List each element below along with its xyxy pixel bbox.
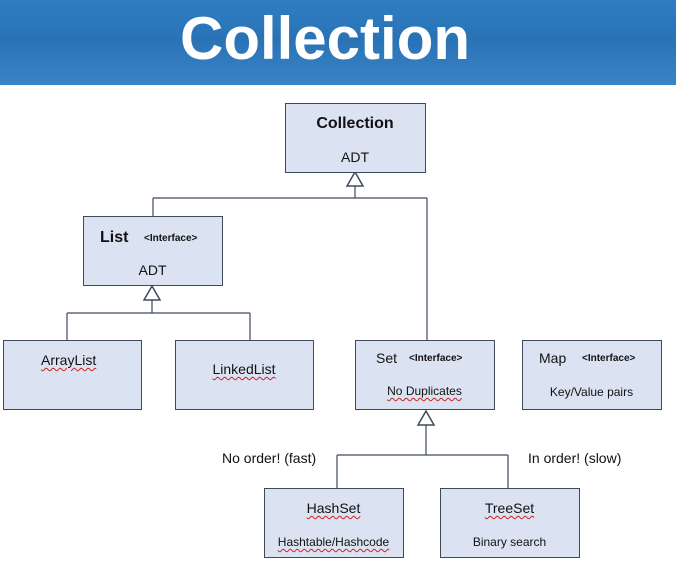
hashset-node: HashSet Hashtable/Hashcode	[264, 488, 404, 558]
map-name: Map	[539, 350, 567, 366]
treeset-name: TreeSet	[484, 500, 535, 516]
linkedlist-name: LinkedList	[212, 361, 276, 377]
hashset-name: HashSet	[306, 500, 361, 516]
list-inheritance-arrow	[142, 284, 162, 301]
title-banner: Collection	[0, 0, 676, 85]
hashset-edge-label: No order! (fast)	[222, 450, 317, 466]
set-name: Set	[376, 350, 398, 366]
hashset-sub: Hashtable/Hashcode	[277, 535, 390, 549]
collection-name: Collection	[316, 115, 394, 132]
set-sub: No Duplicates	[387, 384, 462, 398]
arraylist-node: ArrayList	[3, 340, 142, 410]
set-inheritance-arrow	[416, 409, 436, 426]
collection-node: Collection ADT	[285, 103, 426, 173]
map-node: Map <Interface> Key/Value pairs	[522, 340, 662, 410]
treeset-edge-label: In order! (slow)	[528, 450, 622, 466]
map-sub: Key/Value pairs	[549, 385, 634, 399]
list-name: List	[100, 229, 129, 246]
treeset-sub: Binary search	[472, 535, 547, 549]
linkedlist-node: LinkedList	[175, 340, 314, 410]
set-node: Set <Interface> No Duplicates	[355, 340, 495, 410]
collection-inheritance-arrow	[345, 170, 365, 187]
slide-title: Collection	[179, 5, 470, 72]
map-interface-tag: <Interface>	[582, 353, 636, 364]
list-interface-tag: <Interface>	[144, 233, 198, 244]
set-interface-tag: <Interface>	[409, 353, 463, 364]
arraylist-name: ArrayList	[41, 352, 97, 368]
list-node: List <Interface> ADT	[83, 216, 223, 286]
list-sub: ADT	[138, 262, 167, 278]
collection-sub: ADT	[341, 149, 369, 165]
treeset-node: TreeSet Binary search	[440, 488, 580, 558]
